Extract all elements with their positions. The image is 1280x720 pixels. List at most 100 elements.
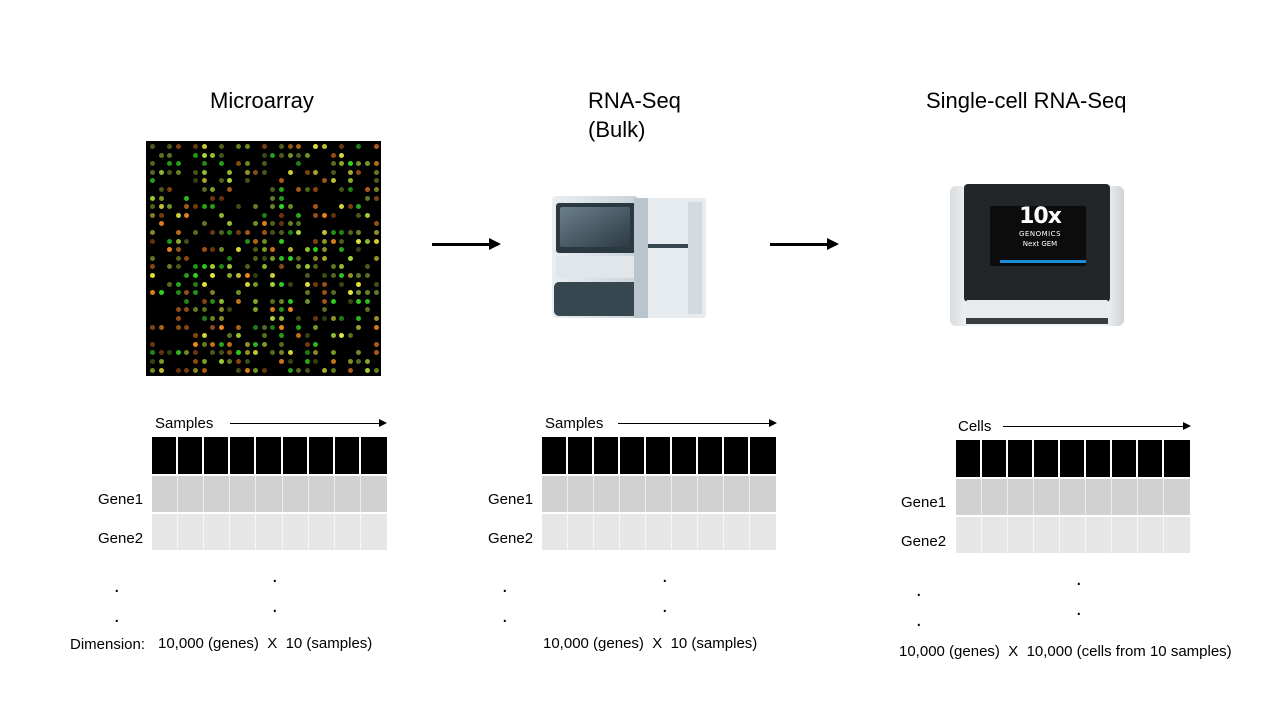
array-spot [210, 290, 216, 296]
array-spot [322, 273, 327, 278]
array-spot [347, 255, 353, 261]
array-spot [373, 238, 379, 244]
array-spot [356, 273, 362, 278]
array-spot [218, 264, 224, 270]
axis-label-samples-1: Samples [155, 415, 214, 432]
matrix-cell [360, 512, 387, 550]
matrix-rna-seq [542, 437, 776, 552]
array-spot [339, 152, 345, 158]
array-spot [201, 187, 207, 192]
matrix-header-cell [568, 437, 594, 474]
array-spot [261, 161, 267, 167]
array-spot [304, 281, 310, 287]
array-spot [347, 169, 353, 175]
array-spot [313, 255, 319, 261]
matrix-cell [956, 515, 982, 553]
array-spot [210, 247, 216, 253]
array-spot [322, 255, 327, 261]
matrix-cell [594, 474, 620, 512]
array-spot [175, 264, 181, 270]
array-spot [201, 152, 207, 158]
array-spot [261, 333, 267, 339]
array-spot [150, 161, 155, 167]
array-spot [150, 324, 155, 330]
array-spot [347, 367, 353, 373]
array-spot [236, 247, 241, 253]
array-spot [296, 255, 302, 261]
ellipsis-dot: . [502, 575, 508, 597]
array-spot [330, 298, 336, 304]
array-spot [365, 195, 370, 201]
array-spot [193, 230, 198, 235]
matrix-cell [750, 474, 776, 512]
matrix-cell [230, 512, 257, 550]
array-spot [244, 273, 250, 278]
array-spot [270, 247, 276, 253]
array-spot [347, 290, 353, 296]
array-spot [270, 221, 276, 227]
matrix-single-cell [956, 440, 1190, 555]
array-spot [210, 195, 216, 201]
array-spot [279, 255, 284, 261]
array-spot [201, 221, 207, 227]
array-spot [330, 350, 336, 356]
array-spot [279, 144, 284, 149]
array-spot [158, 324, 164, 330]
array-spot [193, 367, 198, 373]
array-spot [373, 187, 379, 192]
array-spot [244, 367, 250, 373]
row-label-gene1-3: Gene1 [901, 494, 947, 511]
matrix-header-cell [256, 437, 283, 474]
array-spot [296, 212, 302, 218]
matrix-cell [646, 474, 672, 512]
matrix-cell [204, 474, 231, 512]
matrix-header-cell [152, 437, 179, 474]
array-spot [193, 264, 198, 270]
array-spot [210, 264, 216, 270]
array-spot [365, 238, 370, 244]
array-spot [227, 230, 233, 235]
array-spot [279, 212, 284, 218]
array-spot [236, 230, 241, 235]
device-brand-sub: GENOMICS [1018, 230, 1062, 238]
matrix-cell [594, 512, 620, 550]
matrix-cell [1086, 477, 1112, 515]
array-spot [201, 341, 207, 347]
array-spot [330, 178, 336, 184]
array-spot [193, 273, 198, 278]
array-spot [373, 290, 379, 296]
ellipsis-dot: . [662, 595, 668, 617]
array-spot [210, 298, 216, 304]
row-label-gene2-3: Gene2 [901, 533, 947, 550]
array-spot [373, 281, 379, 287]
array-spot [227, 341, 233, 347]
array-spot [201, 316, 207, 321]
array-spot [261, 264, 267, 270]
array-spot [193, 359, 198, 364]
matrix-cell [282, 474, 309, 512]
array-spot [218, 247, 224, 253]
matrix-header-cell [1138, 440, 1164, 477]
matrix-cell [1164, 477, 1190, 515]
array-spot [184, 290, 190, 296]
array-spot [158, 204, 164, 210]
ellipsis-dot: . [502, 605, 508, 627]
device-brand-logo: 10x GENOMICS Next GEM [992, 206, 1088, 248]
array-spot [227, 221, 233, 227]
array-spot [261, 367, 267, 373]
array-spot [253, 169, 259, 175]
matrix-cell [282, 512, 309, 550]
array-spot [158, 212, 164, 218]
array-spot [287, 169, 293, 175]
matrix-cell [724, 512, 750, 550]
dimension-label: Dimension: [70, 636, 146, 653]
array-spot [304, 247, 310, 253]
array-spot [373, 341, 379, 347]
array-spot [365, 273, 370, 278]
array-spot [218, 324, 224, 330]
array-spot [313, 350, 319, 356]
array-spot [304, 359, 310, 364]
array-spot [287, 204, 293, 210]
array-spot [201, 298, 207, 304]
array-spot [150, 341, 155, 347]
